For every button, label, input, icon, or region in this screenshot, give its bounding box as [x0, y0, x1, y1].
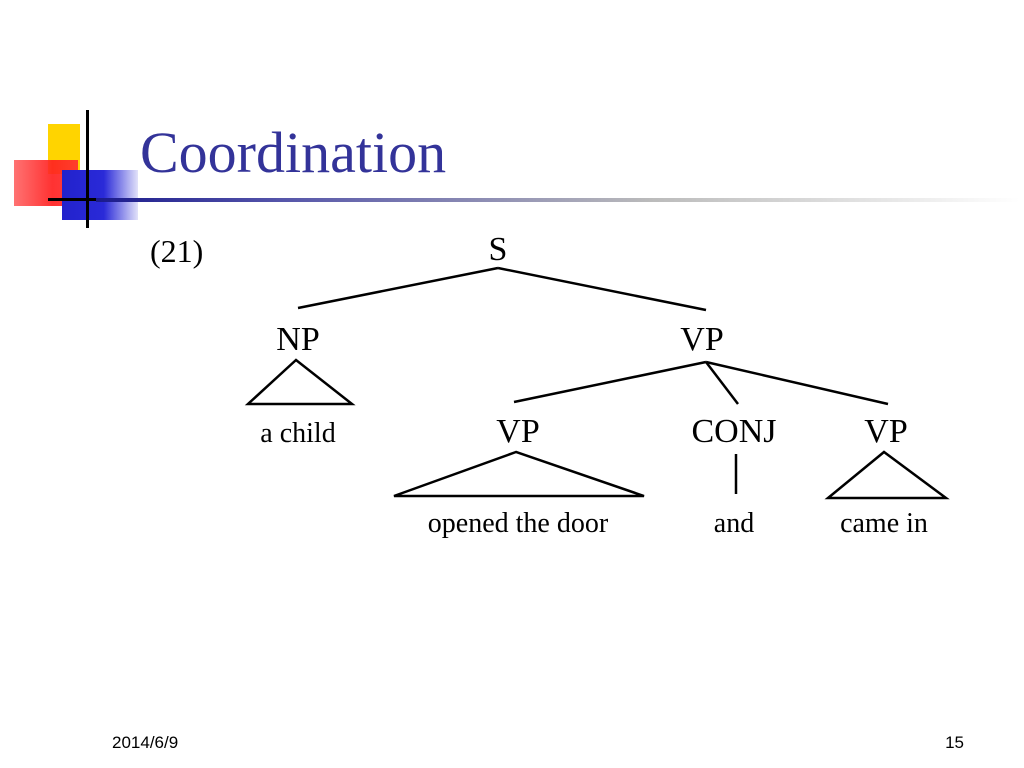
node-s: S [489, 231, 508, 268]
leaf-came-in: came in [840, 508, 928, 539]
edge-s-np [297, 266, 499, 310]
example-number: (21) [150, 233, 203, 269]
tree-edges [244, 266, 950, 500]
slide-title: Coordination [140, 120, 447, 185]
vertical-line [86, 110, 89, 228]
triangle-np [244, 358, 356, 406]
page-number: 15 [945, 733, 964, 752]
edge-s-vp [497, 266, 707, 312]
horizontal-line [48, 198, 98, 201]
slide-logo-decoration [0, 0, 160, 240]
blue-square [62, 170, 138, 220]
edge-vp-conj [705, 361, 739, 405]
node-vp-right: VP [864, 413, 907, 450]
node-vp-top: VP [680, 321, 723, 358]
leaf-opened-the-door: opened the door [428, 508, 609, 539]
triangle-vp-left [393, 450, 645, 498]
node-vp-left: VP [496, 413, 539, 450]
title-underline [96, 198, 1020, 202]
node-conj: CONJ [691, 413, 776, 450]
edge-vp-vpleft [513, 360, 707, 404]
leaf-and: and [714, 508, 754, 539]
triangle-vp-right [824, 450, 950, 500]
edge-vp-vpright [705, 360, 889, 406]
node-np: NP [276, 321, 319, 358]
leaf-a-child: a child [260, 418, 335, 449]
footer-date: 2014/6/9 [112, 733, 179, 752]
